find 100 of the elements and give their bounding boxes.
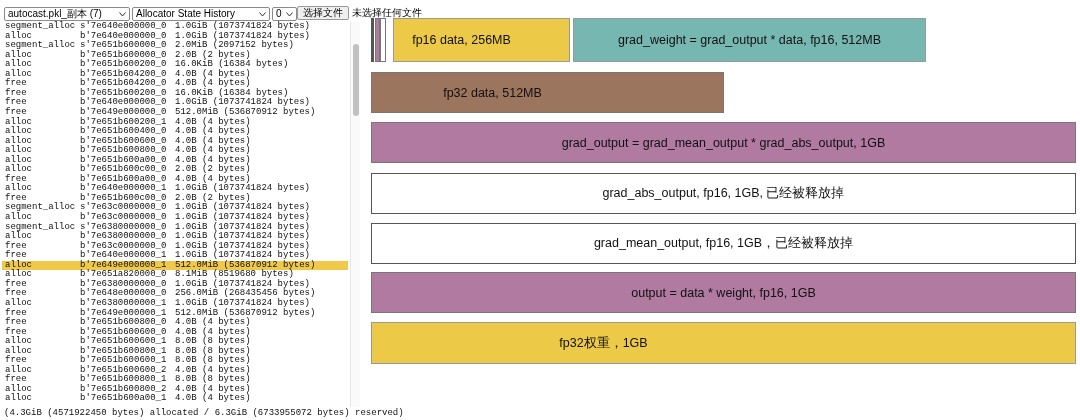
block-size: 1.0GiB (1073741824 bytes) xyxy=(175,251,311,261)
block-address: b'7e6380000000_0 xyxy=(80,232,167,242)
event-type: alloc xyxy=(5,50,32,60)
block-size: 1.0GiB (1073741824 bytes) xyxy=(175,298,311,308)
event-type: free xyxy=(5,318,27,328)
block-address: b'7e651b600200_1 xyxy=(80,117,167,127)
event-type: alloc xyxy=(5,136,32,146)
block-address: b'7e651b600600_1 xyxy=(80,337,167,347)
block-address: b'7e640e000000_1 xyxy=(80,184,167,194)
block-label: grad_output = grad_mean_output * grad_abs_output, 1GB xyxy=(561,135,886,150)
block-size: 2.0B (2 bytes) xyxy=(175,193,251,203)
memory-block-bar xyxy=(380,18,386,62)
block-size: 1.0GiB (1073741824 bytes) xyxy=(175,241,311,251)
block-size: 256.0MiB (268435456 bytes) xyxy=(175,289,316,299)
block-size: 8.0B (8 bytes) xyxy=(175,337,251,347)
event-type: alloc xyxy=(5,337,32,347)
block-size: 1.0GiB (1073741824 bytes) xyxy=(175,22,311,31)
block-size: 512.0MiB (536870912 bytes) xyxy=(175,260,316,270)
block-label: grad_weight = grad_output * data, fp16, 512MB xyxy=(617,33,881,47)
event-type: alloc xyxy=(5,213,32,222)
block-address: b'7e651a820000_0 xyxy=(80,270,167,280)
memory-block xyxy=(573,18,926,62)
block-size: 2.0MiB (2097152 bytes) xyxy=(175,41,294,51)
event-type: free xyxy=(5,308,27,318)
block-address: b'7e651b600800_0 xyxy=(80,146,167,156)
block-size: 16.0KiB (16384 bytes) xyxy=(175,88,289,98)
block-size: 4.0B (4 bytes) xyxy=(175,394,251,404)
event-type: alloc xyxy=(5,260,32,270)
event-type: alloc xyxy=(5,146,32,156)
event-type: alloc xyxy=(5,165,32,175)
block-size: 1.0GiB (1073741824 bytes) xyxy=(175,203,311,213)
block-address: b'7e640e000000_0 xyxy=(80,31,167,41)
block-address: s'7e651b600000_0 xyxy=(80,41,167,51)
block-size: 8.1MiB (8519680 bytes) xyxy=(175,270,294,280)
block-address: b'7e651b600a00_0 xyxy=(80,155,167,165)
block-size: 4.0B (4 bytes) xyxy=(175,318,251,328)
block-address: b'7e651b600800_2 xyxy=(80,384,167,394)
block-size: 1.0GiB (1073741824 bytes) xyxy=(175,98,311,108)
memory-block xyxy=(371,272,1076,313)
block-size: 1.0GiB (1073741824 bytes) xyxy=(175,213,311,222)
event-type: free xyxy=(5,241,27,251)
block-label: fp32 data, 512MB xyxy=(443,85,542,100)
event-type: free xyxy=(5,174,27,184)
block-address: b'7e63c0000000_0 xyxy=(80,241,167,251)
event-type: free xyxy=(5,327,27,337)
block-address: b'7e651b604200_0 xyxy=(80,79,167,89)
block-address: b'7e651b600600_2 xyxy=(80,365,167,375)
block-address: b'7e6380000000_0 xyxy=(80,279,167,289)
event-type: alloc xyxy=(5,346,32,356)
event-type: alloc xyxy=(5,127,32,137)
block-size: 4.0B (4 bytes) xyxy=(175,365,251,375)
event-type: free xyxy=(5,193,27,203)
block-label: fp16 data, 256MB xyxy=(412,33,511,47)
block-size: 4.0B (4 bytes) xyxy=(175,79,251,89)
event-type: free xyxy=(5,289,27,299)
memory-block xyxy=(371,72,724,113)
block-size: 2.0B (2 bytes) xyxy=(175,165,251,175)
event-type: segment_alloc xyxy=(5,222,76,232)
block-address: b'7e651b600a00_0 xyxy=(80,174,167,184)
block-size: 1.0GiB (1073741824 bytes) xyxy=(175,279,311,289)
event-type: alloc xyxy=(5,184,32,194)
block-size: 2.0B (2 bytes) xyxy=(175,50,251,60)
block-address: b'7e651b600c00_0 xyxy=(80,165,167,175)
block-address: b'7e640e000000_0 xyxy=(80,98,167,108)
block-address: b'7e651b600c00_0 xyxy=(80,193,167,203)
block-size: 1.0GiB (1073741824 bytes) xyxy=(175,184,311,194)
event-type: alloc xyxy=(5,60,32,70)
memory-block xyxy=(393,18,570,62)
device-dropdown: 0 xyxy=(272,7,297,21)
block-address: b'7e651b600800_0 xyxy=(80,318,167,328)
block-size: 4.0B (4 bytes) xyxy=(175,327,251,337)
memory-block xyxy=(371,122,1076,163)
event-type: free xyxy=(5,79,27,89)
block-address: s'7e6380000000_0 xyxy=(80,222,167,232)
block-address: b'7e651b600800_1 xyxy=(80,346,167,356)
block-size: 512.0MiB (536870912 bytes) xyxy=(175,107,316,117)
choose-file-button: 选择文件 xyxy=(297,6,349,20)
block-address: b'7e649e000000_0 xyxy=(80,107,167,117)
memory-block xyxy=(371,173,1076,214)
event-type: alloc xyxy=(5,155,32,165)
memory-block xyxy=(371,322,1076,364)
event-type: segment_alloc xyxy=(5,22,76,31)
block-size: 8.0B (8 bytes) xyxy=(175,356,251,366)
event-type: alloc xyxy=(5,270,32,280)
block-size: 4.0B (4 bytes) xyxy=(175,174,251,184)
block-address: s'7e640e000000_0 xyxy=(80,22,167,31)
block-label: grad_mean_output, fp16, 1GB，已经被释放掉 xyxy=(593,235,854,252)
block-size: 4.0B (4 bytes) xyxy=(175,146,251,156)
event-type: segment_alloc xyxy=(5,41,76,51)
block-address: b'7e640e000000_1 xyxy=(80,251,167,261)
block-label: grad_abs_output, fp16, 1GB, 已经被释放掉 xyxy=(602,185,845,202)
block-address: b'7e651b600600_0 xyxy=(80,136,167,146)
block-size: 4.0B (4 bytes) xyxy=(175,136,251,146)
block-size: 4.0B (4 bytes) xyxy=(175,155,251,165)
file-status-text: 未选择任何文件 xyxy=(352,7,422,19)
block-size: 16.0KiB (16384 bytes) xyxy=(175,60,289,70)
event-type: alloc xyxy=(5,232,32,242)
event-type: alloc xyxy=(5,69,32,79)
event-type: free xyxy=(5,107,27,117)
block-address: b'7e651b600a00_1 xyxy=(80,394,167,404)
